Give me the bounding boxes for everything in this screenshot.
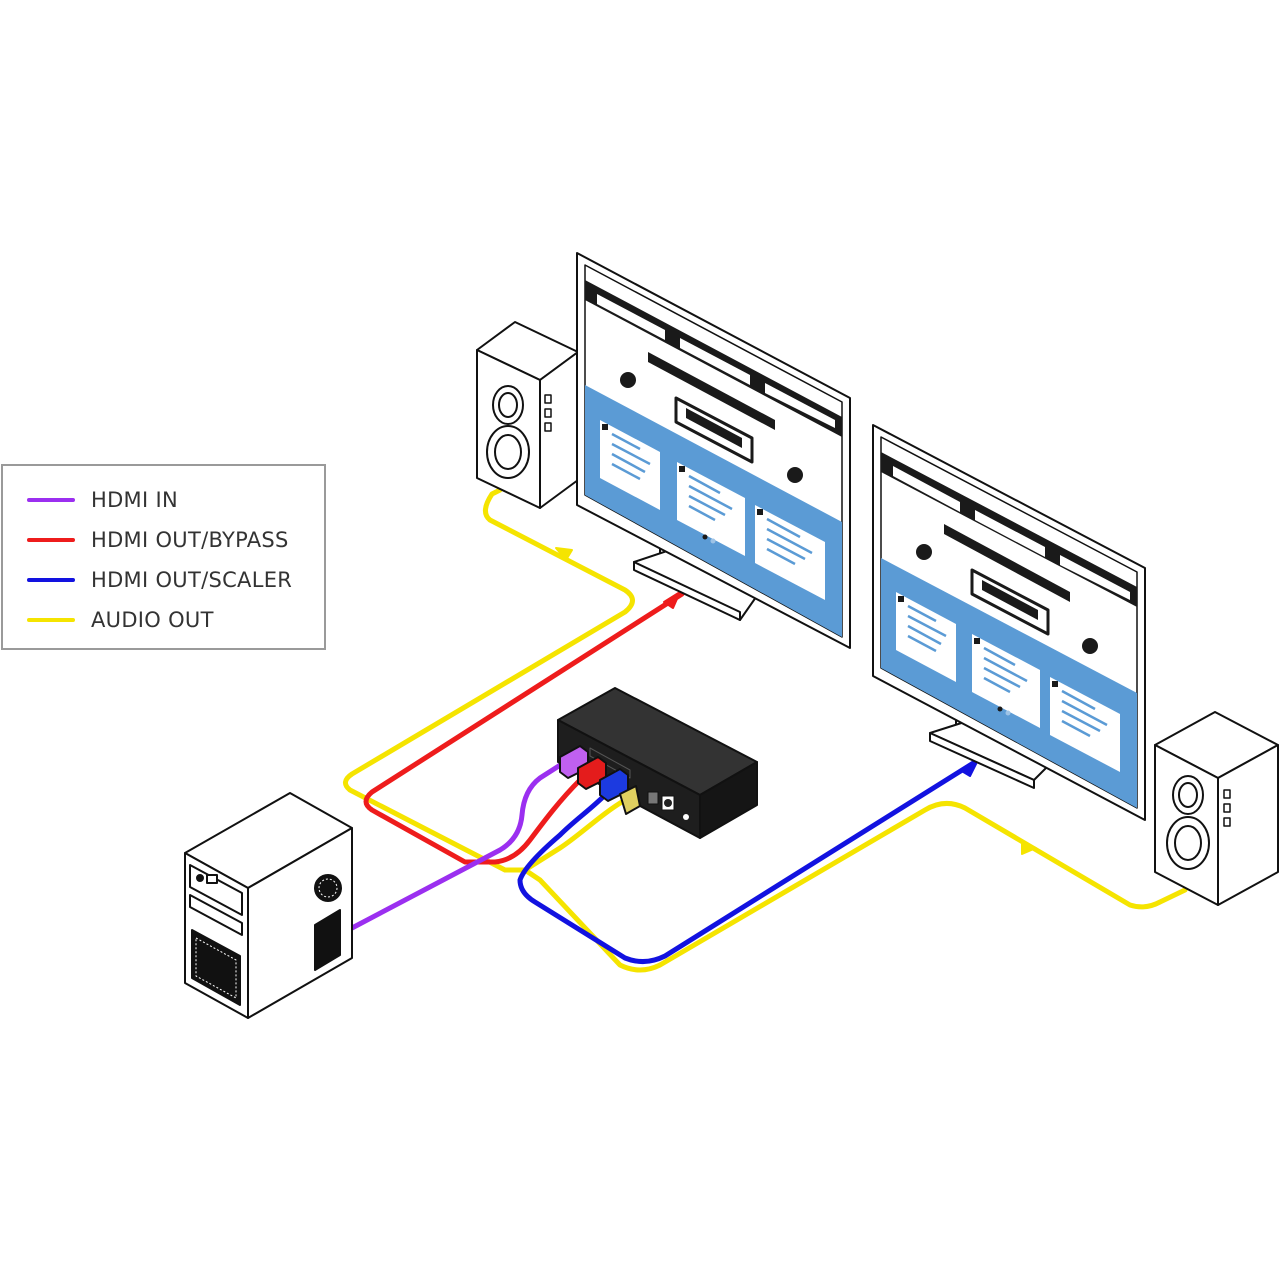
arrow-hdmi-scaler — [959, 759, 979, 777]
arrow-hdmi-bypass — [663, 591, 681, 609]
audio-connector — [619, 785, 641, 815]
hdmi-scaler-box-icon — [557, 687, 758, 839]
cable-audio-left — [343, 487, 635, 873]
legend-item-hdmi-in: HDMI IN — [27, 480, 324, 520]
cable-hdmi-scaler — [517, 759, 978, 964]
legend-label: AUDIO OUT — [91, 608, 214, 632]
legend-item-audio-out: AUDIO OUT — [27, 600, 324, 640]
arrow-audio-right — [1021, 841, 1037, 855]
legend-swatch — [27, 618, 75, 622]
pc-tower-icon — [184, 792, 353, 1019]
cable-audio-right — [522, 801, 1188, 973]
legend-swatch — [27, 498, 75, 502]
legend-label: HDMI OUT/BYPASS — [91, 528, 289, 552]
cable-hdmi-in — [349, 759, 568, 931]
cable-hdmi-bypass — [363, 591, 685, 865]
monitor-icon — [576, 252, 851, 649]
legend: HDMI IN HDMI OUT/BYPASS HDMI OUT/SCALER … — [1, 464, 326, 650]
speaker-icon — [476, 321, 579, 509]
cables — [343, 487, 1188, 973]
speaker-icon — [1154, 711, 1279, 906]
legend-item-hdmi-out-bypass: HDMI OUT/BYPASS — [27, 520, 324, 560]
legend-item-hdmi-out-scaler: HDMI OUT/SCALER — [27, 560, 324, 600]
legend-swatch — [27, 538, 75, 542]
arrow-audio-left — [555, 547, 573, 561]
legend-swatch — [27, 578, 75, 582]
monitor-icon — [872, 424, 1146, 821]
legend-label: HDMI IN — [91, 488, 178, 512]
legend-label: HDMI OUT/SCALER — [91, 568, 293, 592]
